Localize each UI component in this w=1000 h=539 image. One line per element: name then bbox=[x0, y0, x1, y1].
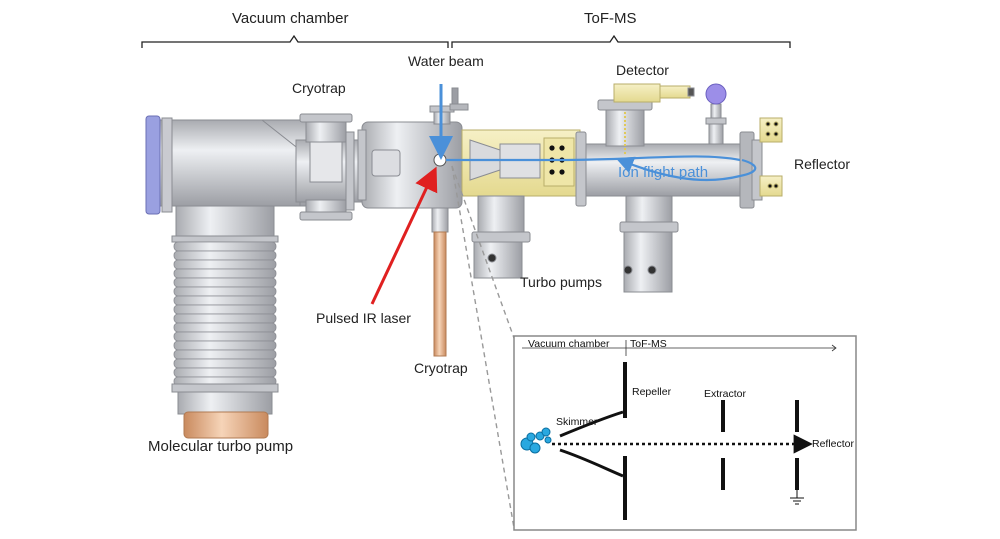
skimmer bbox=[559, 410, 624, 478]
repeller-upper bbox=[623, 362, 627, 418]
bellows-ring bbox=[173, 304, 277, 315]
bellows-ring bbox=[173, 268, 277, 279]
elbow-chamber bbox=[145, 115, 307, 223]
bellows-ring bbox=[173, 259, 277, 270]
repeller-lower bbox=[623, 456, 627, 520]
bolt-dot bbox=[549, 145, 555, 151]
label-turbo-pumps: Turbo pumps bbox=[520, 274, 602, 290]
section-label-tof-ms: ToF-MS bbox=[584, 10, 637, 27]
flight-tube bbox=[575, 131, 763, 209]
extractor-lower bbox=[721, 458, 725, 490]
inset-label-reflector: Reflector bbox=[812, 438, 855, 450]
inset-panel bbox=[513, 335, 857, 531]
bellows-ring bbox=[173, 358, 277, 369]
reflector-blocks bbox=[759, 117, 783, 197]
bellows-ring bbox=[173, 295, 277, 306]
reflector-plate-upper bbox=[795, 400, 799, 432]
bellows-ring bbox=[173, 340, 277, 351]
turbo-pump-body bbox=[171, 383, 279, 439]
pulsed-ir-laser-arrow bbox=[370, 166, 438, 305]
inset-label-extractor: Extractor bbox=[704, 388, 747, 400]
inset-label-skimmer: Skimmer bbox=[556, 416, 598, 428]
bellows-ring bbox=[173, 241, 277, 252]
bellows-ring bbox=[173, 322, 277, 333]
turbo-pump-right bbox=[619, 195, 679, 293]
inset-label-vacuum-chamber: Vacuum chamber bbox=[528, 338, 610, 350]
cryotrap-bottom bbox=[431, 207, 449, 357]
tof-ms-brace bbox=[451, 34, 791, 48]
bellows-rings bbox=[173, 241, 277, 387]
bolt-dot bbox=[559, 169, 565, 175]
bolt-dot bbox=[559, 145, 565, 151]
label-water-beam: Water beam bbox=[408, 53, 484, 69]
bellows-ring bbox=[173, 313, 277, 324]
water-cluster-icon bbox=[520, 427, 552, 454]
gauge bbox=[705, 83, 727, 145]
cryotrap-top bbox=[295, 113, 367, 221]
inset-label-tof-ms: ToF-MS bbox=[630, 338, 667, 350]
bellows-ring bbox=[173, 331, 277, 342]
reflector-plate-lower bbox=[795, 458, 799, 490]
bellows-ring bbox=[173, 277, 277, 288]
ground-icon bbox=[790, 497, 804, 505]
extractor-upper bbox=[721, 400, 725, 432]
source-chamber bbox=[357, 87, 469, 209]
bellows-ring bbox=[173, 286, 277, 297]
bellows-column bbox=[171, 205, 279, 243]
bellows-ring bbox=[173, 367, 277, 378]
vacuum-chamber-brace bbox=[141, 34, 449, 48]
extraction-block bbox=[461, 129, 581, 197]
label-molecular-turbo-pump: Molecular turbo pump bbox=[148, 438, 294, 455]
bellows-ring bbox=[173, 349, 277, 360]
label-pulsed-ir-laser: Pulsed IR laser bbox=[316, 310, 411, 326]
label-ion-flight-path: Ion flight path bbox=[618, 164, 709, 181]
zoom-lines bbox=[451, 165, 515, 529]
inset-label-repeller: Repeller bbox=[632, 386, 672, 398]
ion-flight-path bbox=[446, 155, 757, 182]
label-cryotrap-bottom: Cryotrap bbox=[414, 360, 468, 376]
turbo-pump-left bbox=[471, 195, 531, 279]
label-cryotrap-top: Cryotrap bbox=[292, 80, 346, 96]
bolt-dot bbox=[549, 169, 555, 175]
bellows-ring bbox=[173, 250, 277, 261]
section-label-vacuum-chamber: Vacuum chamber bbox=[232, 10, 349, 27]
label-reflector: Reflector bbox=[794, 156, 851, 172]
label-detector: Detector bbox=[616, 62, 669, 78]
detector-assembly bbox=[597, 83, 695, 156]
